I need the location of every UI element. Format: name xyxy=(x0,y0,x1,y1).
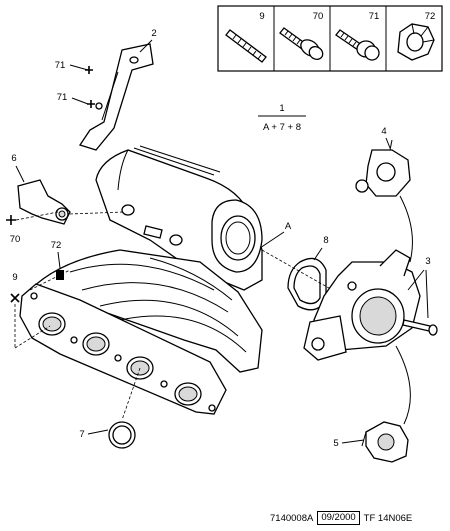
screw-marker-70 xyxy=(6,215,16,225)
callout-7: 7 xyxy=(79,429,84,440)
parts-legend-table: 9 70 71 72 xyxy=(217,5,443,72)
bolt-with-washer-icon xyxy=(335,29,380,61)
flanged-screw-icon xyxy=(279,27,324,60)
model-code: TF 14N06E xyxy=(363,512,413,524)
callout-72: 72 xyxy=(51,240,62,251)
stud-marker-9 xyxy=(10,293,20,303)
date-code: 09/2000 xyxy=(317,511,360,525)
legend-number-9: 9 xyxy=(259,11,264,22)
sensor-part xyxy=(17,179,71,225)
callout-71a: 71 xyxy=(55,60,66,71)
throttle-screw-part xyxy=(402,319,438,336)
idle-actuator-part xyxy=(355,139,411,197)
callout-70: 70 xyxy=(10,234,21,245)
callout-6: 6 xyxy=(11,153,16,164)
port-gasket-part xyxy=(108,421,136,449)
callout-9: 9 xyxy=(12,272,17,283)
nut-icon xyxy=(397,23,435,61)
screw-marker-71a xyxy=(85,66,93,74)
callout-8: 8 xyxy=(323,235,328,246)
throttle-body-part xyxy=(303,249,421,361)
bracket-part xyxy=(78,43,154,151)
callout-2: 2 xyxy=(151,28,156,39)
callout-1-formula: A + 7 + 8 xyxy=(263,122,301,133)
callout-A: A xyxy=(285,221,292,232)
stud-icon xyxy=(225,29,267,63)
callout-4: 4 xyxy=(381,126,386,137)
callout-1: 1 xyxy=(279,103,284,114)
position-sensor-part xyxy=(361,421,409,463)
callout-71b: 71 xyxy=(57,92,68,103)
reference-number: 7140008A xyxy=(270,512,314,524)
drawing-reference-footer: 7140008A 09/2000 TF 14N06E xyxy=(270,511,446,525)
callout-3: 3 xyxy=(425,256,430,267)
legend-number-71: 71 xyxy=(369,11,380,22)
throttle-gasket-part xyxy=(287,257,327,311)
callout-5: 5 xyxy=(333,438,338,449)
intake-manifold-part xyxy=(19,145,263,415)
legend-number-70: 70 xyxy=(313,11,324,22)
legend-number-72: 72 xyxy=(425,11,436,22)
nut-marker-72 xyxy=(56,270,64,280)
screw-marker-71b xyxy=(87,100,95,108)
